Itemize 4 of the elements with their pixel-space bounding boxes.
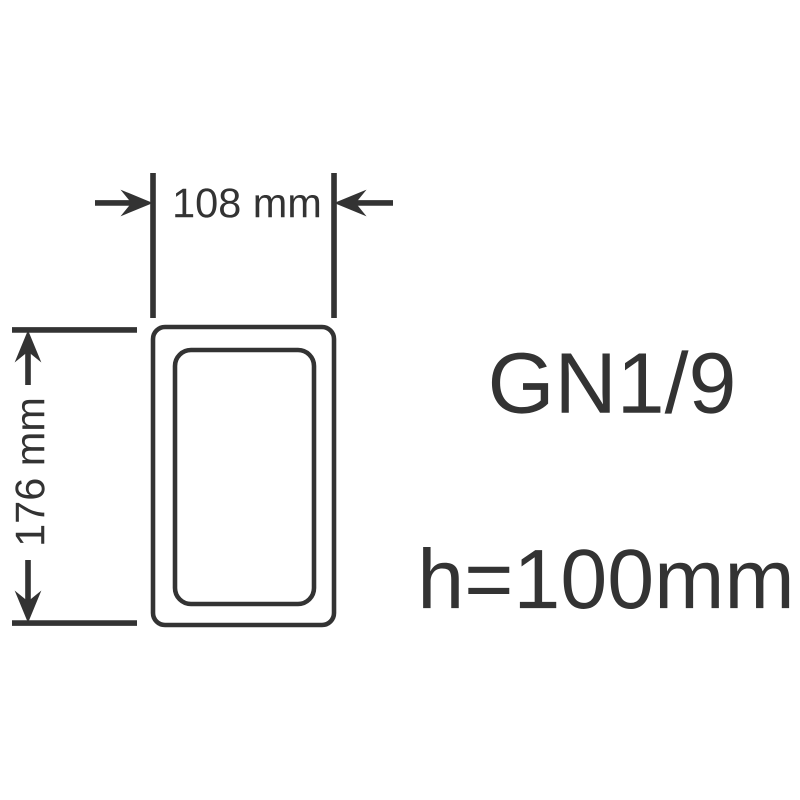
dimension-label: 108 mm bbox=[175, 188, 320, 218]
size-label: GN1/9 bbox=[492, 350, 732, 414]
height-label: h=100mm bbox=[423, 547, 790, 609]
dimension-label: 176 mm bbox=[15, 400, 45, 544]
